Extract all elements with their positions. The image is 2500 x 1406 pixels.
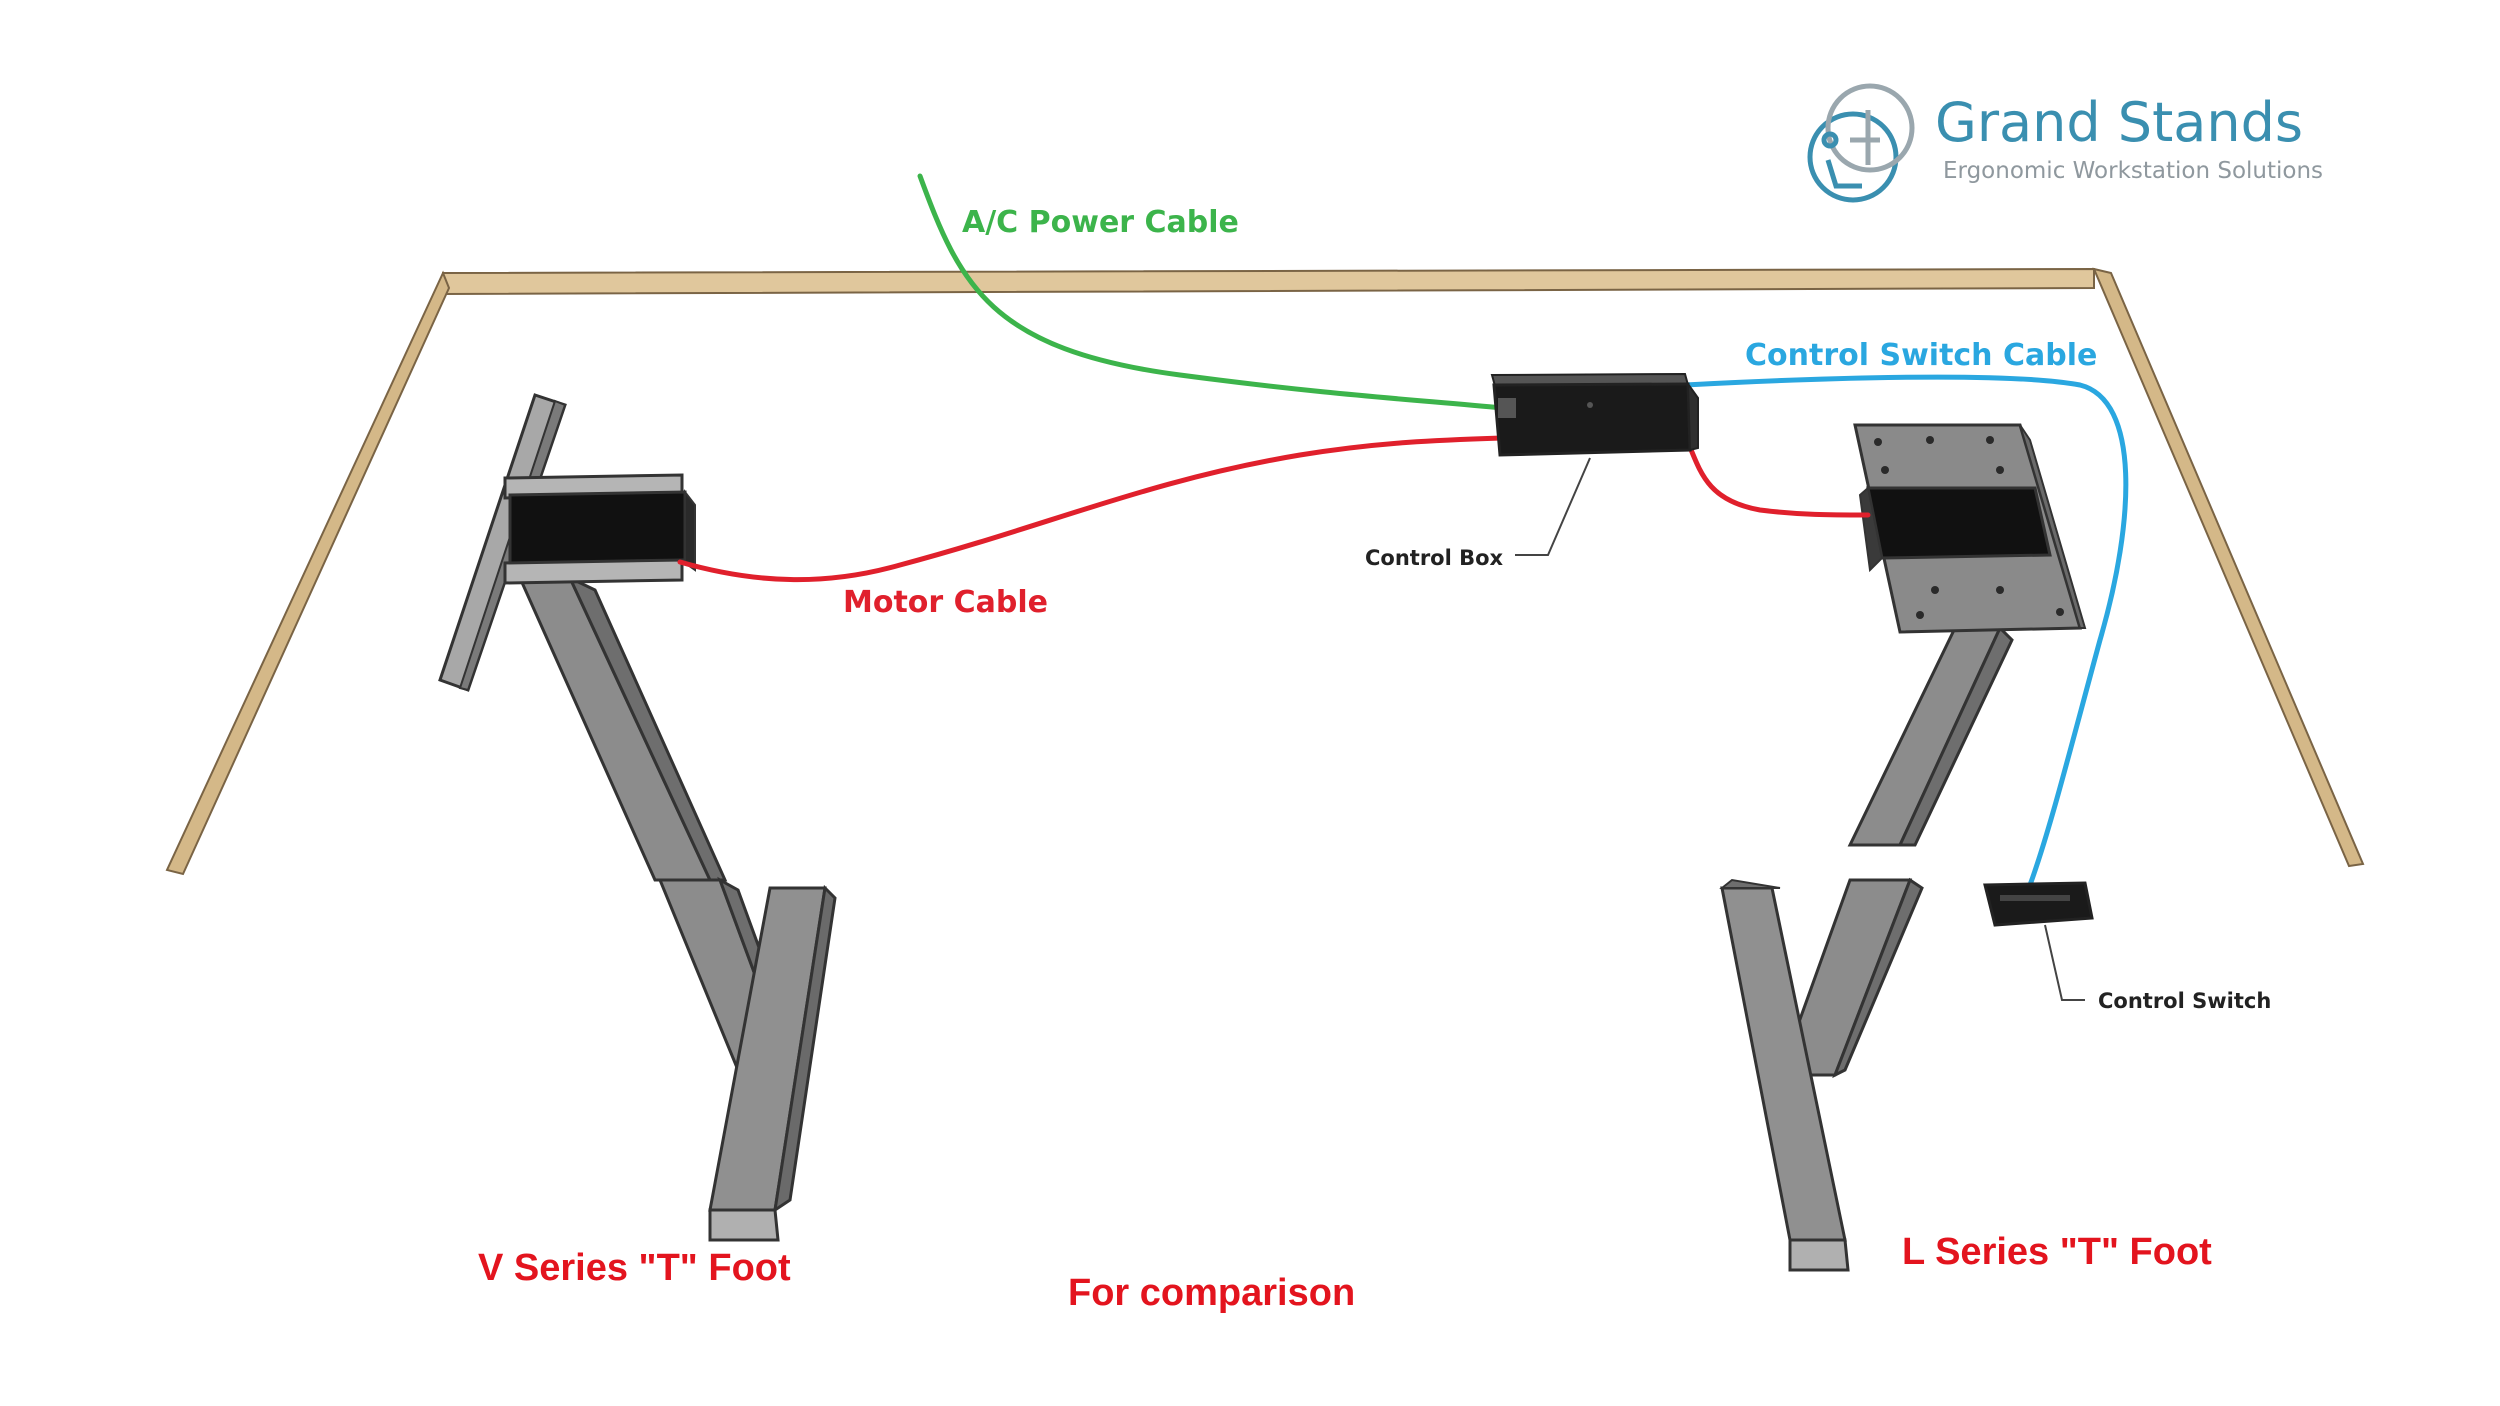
table-rim-right — [2092, 267, 2365, 868]
l-series-caption: L Series "T" Foot — [1902, 1231, 2212, 1273]
table-top — [165, 267, 2365, 876]
motor-cable-left — [677, 435, 1505, 583]
control-switch-cable-label: Control Switch Cable — [1745, 338, 2097, 373]
motor-cable-label: Motor Cable — [843, 585, 1048, 620]
control-switch-leader — [2044, 924, 2085, 1001]
logo-mark-icon — [1807, 83, 1915, 203]
left-motor-housing — [508, 490, 687, 569]
leader-lines — [1515, 457, 2085, 1001]
comparison-caption: For comparison — [1068, 1272, 1355, 1314]
control-switch-label: Control Switch — [2098, 989, 2271, 1013]
control-box — [1490, 372, 1699, 457]
control-box-label: Control Box — [1365, 546, 1504, 570]
grand-stands-logo: Grand Stands Ergonomic Workstation Solut… — [1807, 83, 2323, 203]
cables — [677, 173, 2129, 888]
ac-power-cable — [917, 173, 1505, 411]
ac-power-cable-label: A/C Power Cable — [962, 205, 1239, 240]
l-series-leg — [1719, 423, 2087, 1272]
table-top-surface — [167, 272, 2362, 876]
table-rim-left — [165, 270, 451, 876]
logo-name: Grand Stands — [1935, 91, 2303, 154]
control-switch — [1983, 881, 2094, 927]
v-series-caption: V Series "T" Foot — [478, 1247, 791, 1289]
logo-tagline: Ergonomic Workstation Solutions — [1943, 158, 2323, 184]
control-box-leader — [1515, 457, 1591, 556]
motor-cable-right — [1682, 432, 1871, 518]
control-switch-cable — [1682, 374, 2129, 888]
right-motor-housing — [1866, 486, 2052, 560]
